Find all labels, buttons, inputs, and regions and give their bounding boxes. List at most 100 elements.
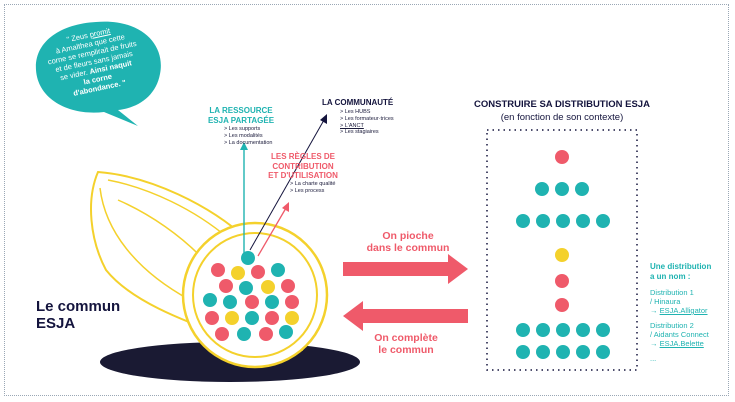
distribution-ellipsis: ... (650, 354, 657, 363)
distribution-dots (516, 150, 610, 359)
page-frame (4, 4, 729, 396)
ressource-item: > Les supports (224, 126, 261, 132)
horn-dot (241, 251, 255, 265)
distribution-names: Une distribution a un nom : Distribution… (650, 262, 730, 363)
dist-dot (596, 323, 610, 337)
horn-dots (203, 251, 299, 341)
communaute-item: > Les stagiaires (340, 129, 379, 136)
horn-dot (245, 295, 259, 309)
regles-item: > Les process (290, 187, 325, 194)
dist-dot (556, 323, 570, 337)
horn-dot (285, 295, 299, 309)
ressource-list: > Les supports > Les modalités > La docu… (224, 126, 272, 146)
dist-dot (535, 182, 549, 196)
dist-dot (555, 274, 569, 288)
arrow-glyph: → (650, 339, 660, 348)
distribution-box (486, 129, 638, 371)
distribution-1-line: / Hinaura (650, 297, 681, 306)
ressource-title-line: ESJA PARTAGÉE (207, 115, 275, 125)
communaute-item: > Les HUBS (340, 109, 371, 115)
distribution-1: Distribution 1 / Hinaura → ESJA.Alligato… (650, 288, 730, 315)
horn-dot (265, 311, 279, 325)
horn-dot (251, 265, 265, 279)
horn-dot (215, 327, 229, 341)
dist-dot (556, 214, 570, 228)
dist-dot (576, 323, 590, 337)
pioche-line: On pioche (382, 230, 434, 242)
distribution-1-line: Distribution 1 (650, 288, 694, 297)
dist-dot (555, 182, 569, 196)
distribution-names-title: a un nom : (650, 272, 691, 281)
commun-label: Le commun ESJA (36, 298, 120, 332)
horn-dot (261, 280, 275, 294)
ressource-title-line: LA RESSOURCE (209, 106, 273, 115)
horn-dot (237, 327, 251, 341)
communaute-title: LA COMMUNAUTÉ (322, 98, 394, 107)
commun-line: ESJA (36, 315, 76, 332)
complete-line: le commun (378, 344, 434, 356)
dist-dot (596, 214, 610, 228)
cornucopia-inner-curve-3 (99, 187, 191, 301)
dist-dot (516, 345, 530, 359)
distribution-2-line: Distribution 2 (650, 321, 694, 330)
arrow-head-ressource (240, 142, 248, 150)
distribution-subtitle: (en fonction de son contexte) (500, 112, 624, 123)
horn-opening-outer (181, 221, 329, 369)
horn-dot (271, 263, 285, 277)
arrow-to-communaute (249, 119, 325, 251)
horn-dot (223, 295, 237, 309)
speech-bubble (35, 21, 161, 126)
horn-dot (245, 311, 259, 325)
dist-dot (555, 248, 569, 262)
horn-dot (219, 279, 233, 293)
pioche-line: dans le commun (366, 242, 450, 254)
dist-dot (516, 323, 530, 337)
regles-title-line: ET D'UTILISATION (268, 171, 338, 180)
regles-item: > La charte qualité (290, 181, 336, 187)
arrow-glyph: → (650, 306, 660, 315)
ressource-item: > Les modalités (224, 132, 263, 139)
arrow-right-pioche (343, 254, 468, 284)
dist-dot (516, 214, 530, 228)
horn-dot (239, 281, 253, 295)
distribution-2: Distribution 2 / Aidants Connect → ESJA.… (650, 321, 730, 348)
horn-dot (205, 311, 219, 325)
distribution-2-line: / Aidants Connect (650, 330, 709, 339)
arrow-left-complete (343, 301, 468, 331)
ressource-title: LA RESSOURCE ESJA PARTAGÉE (200, 106, 282, 125)
dist-dot (576, 214, 590, 228)
arrow-head-communaute (320, 114, 327, 124)
regles-title: LES RÈGLES DE CONTRIBUTION ET D'UTILISAT… (262, 152, 344, 181)
ressource-item: > La documentation (224, 139, 273, 146)
dist-dot (596, 345, 610, 359)
dist-dot (536, 345, 550, 359)
dist-dot (575, 182, 589, 196)
dist-dot (556, 345, 570, 359)
regles-title-line: LES RÈGLES DE (270, 152, 335, 161)
dist-dot (536, 323, 550, 337)
horn-dot (285, 311, 299, 325)
arrow-head-regles (282, 202, 289, 212)
distribution-2-link[interactable]: ESJA.Belette (659, 339, 704, 348)
pioche-label: On pioche dans le commun (358, 230, 458, 254)
horn-dot (225, 311, 239, 325)
communaute-item: > L'ANCT (340, 122, 364, 129)
horn-dot (281, 279, 295, 293)
dist-dot (576, 345, 590, 359)
horn-dot (265, 295, 279, 309)
arrow-to-regles (257, 207, 287, 257)
communaute-list: > Les HUBS > Les formateur·trices > L'AN… (340, 109, 394, 136)
horn-dot (259, 327, 273, 341)
dist-dot (536, 214, 550, 228)
cornucopia-inner-curve-2 (117, 199, 207, 263)
horn-dot (279, 325, 293, 339)
complete-label: On complète le commun (356, 332, 456, 356)
commun-line: Le commun (36, 298, 121, 315)
dist-dot (555, 298, 569, 312)
horn-dot (231, 266, 245, 280)
distribution-1-link[interactable]: ESJA.Alligator (659, 306, 708, 315)
dist-dot (555, 150, 569, 164)
distribution-title: CONSTRUIRE SA DISTRIBUTION ESJA (474, 99, 650, 110)
horn-dot (211, 263, 225, 277)
